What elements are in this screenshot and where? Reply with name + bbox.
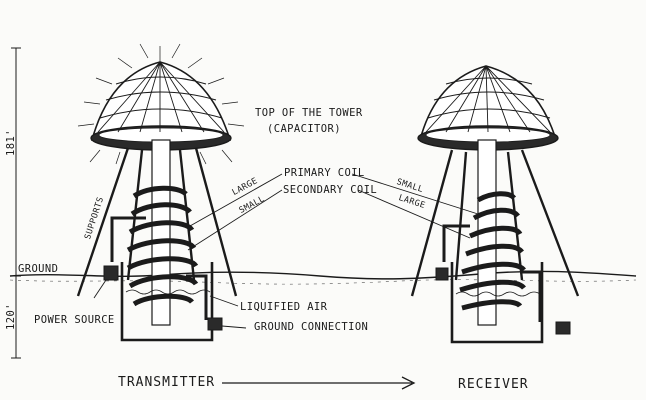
top-of-tower-label: TOP OF THE TOWER [255,107,363,119]
leader-lines [93,173,479,329]
transmitter-dome [77,43,245,165]
receiver-secondary-coil [459,191,526,311]
receiver-dome [417,65,559,151]
primary-coil-label: PRIMARY COIL [284,167,365,179]
receiver-tank [450,262,544,344]
transmitter-secondary-coil [126,185,199,307]
receiver-tower [410,65,580,344]
height-below-label: 120' [5,303,17,330]
receiver-ground-box [555,321,571,335]
transmitter-primary-leads [110,216,208,320]
ground-connection-label: GROUND CONNECTION [254,321,369,333]
height-above-label: 181' [5,129,17,156]
ground-label: GROUND [18,263,59,275]
capacitor-label: (CAPACITOR) [267,123,341,135]
receiver-primary-leads [442,224,542,322]
receiver-terminal-box [435,267,449,281]
liquified-air-label: LIQUIFIED AIR [240,301,328,313]
power-source-label: POWER SOURCE [34,314,115,326]
power-source-box [103,265,119,281]
transmitter-label: TRANSMITTER [118,375,216,390]
transmitter-tower [76,43,245,342]
direction-arrow [222,376,416,390]
receiver-supports [410,149,580,297]
receiver-label: RECEIVER [458,377,529,392]
ground-connection-box [207,317,223,331]
secondary-coil-label: SECONDARY COIL [283,184,378,196]
height-dimension [11,47,21,359]
transmitter-supports [76,147,238,297]
liquified-air-tank [120,262,214,342]
